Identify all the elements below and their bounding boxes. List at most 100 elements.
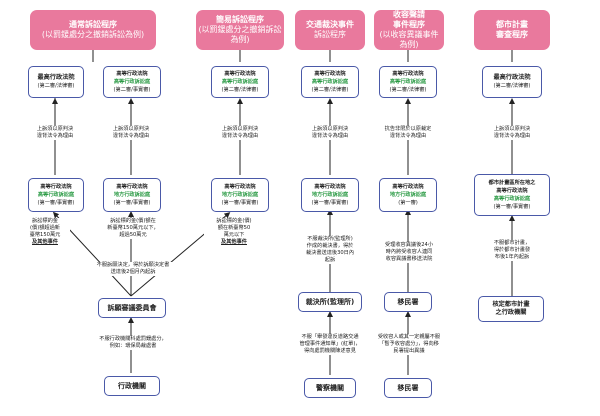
immigration-box-upper: 移民署 <box>384 292 432 312</box>
box-label: 裁決所(監理所) <box>305 298 355 306</box>
court-sub: (第二審/法律審) <box>493 83 531 89</box>
first-instance-local-box-col2: 高等行政法院 地方行政訴訟庭 (第一審/事實審) <box>211 178 269 212</box>
first-instance-urban-box: 都市計畫區所在地之 高等行政法院 高等行政訴訟庭 (第一審/事實審) <box>474 174 550 216</box>
header-line: (以罰鍰處分之撤銷訴訟為例) <box>41 30 145 39</box>
note-line: 違背法令為理由 <box>311 133 349 139</box>
court-line: 高等行政訴訟庭 <box>221 79 259 85</box>
header-urban-plan-procedure: 都市計畫 審查程序 <box>474 10 550 50</box>
court-name: 最高行政法院 <box>493 74 531 81</box>
note-line: 抗告非限於以原裁定 <box>384 126 432 132</box>
box-label: 核定都市計畫 <box>492 301 530 308</box>
header-line: 審查程序 <box>496 30 528 39</box>
note-line: 裁決書送達後30日內 <box>305 250 355 256</box>
note-line: 不服都市計畫， <box>493 240 531 246</box>
adjudication-office-box: 裁決所(監理所) <box>298 292 362 312</box>
header-ordinary-procedure: 通常訴訟程序 (以罰鍰處分之撤銷訴訟為例) <box>30 10 156 50</box>
note-line: 及其他事件 <box>32 239 58 245</box>
first-instance-local-box-col1b: 高等行政法院 地方行政訴訟庭 (第一審/事實審) <box>103 178 161 212</box>
header-line: 簡易訴訟程序 <box>216 15 264 24</box>
note-line: 時內將受收容人連同 <box>385 249 433 255</box>
box-label: 之行政機關 <box>495 309 527 316</box>
note-line: 違背法令為理由 <box>493 133 531 139</box>
first-instance-local-box-col4: 高等行政法院 地方行政訴訟庭 (第一審) <box>379 178 437 212</box>
note-line: 違背法令為理由 <box>112 133 150 139</box>
court-line: 高等行政訴訟庭 <box>37 192 75 198</box>
court-line: (第一審) <box>398 200 418 206</box>
note-line: 訴訟標的金(價)額在 <box>110 218 156 224</box>
appeal-reason-col4: 抗告非限於以原裁定 違背法令為理由 <box>373 126 443 140</box>
box-label: 訴願審議委員會 <box>107 304 157 312</box>
note-line: 送達後2個月內起訴 <box>110 269 156 275</box>
high-court-box-col4: 高等行政法院 高等行政訴訟庭 (第二審/法律審) <box>379 66 437 98</box>
court-line: (第一審/事實審) <box>221 200 259 206</box>
note-line: 違背法令為理由 <box>36 133 74 139</box>
first-instance-high-box: 高等行政法院 高等行政訴訟庭 (第一審/事實審) <box>28 178 84 212</box>
note-line: 違背法令為理由 <box>389 133 427 139</box>
header-line: 事件程序 <box>393 20 425 29</box>
note-line: 上訴須以原判決 <box>311 126 349 132</box>
note-line: 萬元以下 <box>223 232 245 238</box>
note-line: 新臺幣150萬元以下， <box>107 225 159 231</box>
note-line: 作成的裁決書，得於 <box>306 243 354 249</box>
box-label: 移民署 <box>397 384 419 392</box>
note-line: 不服裁決所(監理所) <box>307 236 353 242</box>
court-line: 高等行政法院 <box>392 184 424 190</box>
box-label: 移民署 <box>397 298 419 306</box>
amount-note-under-50: 訴訟標的金(價) 額在新臺幣50 萬元以下 及其他事件 <box>204 218 264 246</box>
header-line: 都市計畫 <box>496 20 528 29</box>
appeal-reason-col3: 上訴須以原判決 違背法令為理由 <box>299 126 361 140</box>
detention-objection-note: 受收容人或其一定親屬不服 「暫予收容處分」，得向移 民署提出異議 <box>364 334 454 355</box>
court-line: 地方行政訴訟庭 <box>113 192 151 198</box>
appeal-reason-col5: 上訴須以原判決 違背法令為理由 <box>481 126 543 140</box>
amount-note-over-150: 訴訟標的金 (價)額超過新 臺幣150萬元 及其他事件 <box>20 218 70 246</box>
header-line: (以罰鍰處分之撤銷訴訟為例) <box>198 25 282 44</box>
detention-transfer-note: 受理收容異議後24小 時內將受收容人連同 收容異議書移送法院 <box>373 242 445 263</box>
box-label: 行政機關 <box>118 382 146 390</box>
court-line: 高等行政訴訟庭 <box>493 196 531 202</box>
note-line: 超過50萬元 <box>119 232 147 238</box>
court-line: 地方行政訴訟庭 <box>389 192 427 198</box>
court-line: 高等行政法院 <box>224 184 256 190</box>
court-line: 高等行政法院 <box>40 184 72 190</box>
note-line: 受收容人或其一定親屬不服 <box>377 334 441 340</box>
court-line: 地方行政訴訟庭 <box>221 192 259 198</box>
note-line: 得於都市計畫發 <box>493 247 531 253</box>
court-line: (第二審/法律審) <box>221 87 259 93</box>
box-label: 警察機關 <box>316 384 344 392</box>
note-line: 訴訟標的金(價) <box>216 218 252 224</box>
court-line: 高等行政法院 <box>314 71 346 77</box>
note-line: 受理收容異議後24小 <box>384 242 434 248</box>
court-line: (第二審/事實審) <box>113 87 151 93</box>
agency-penalty-note: 不服行政機關科處罰鍰處分， 例如：環保局裁處書 <box>88 336 178 350</box>
note-line: 起訴 <box>324 257 336 263</box>
note-line: 布後1年內起訴 <box>494 254 530 260</box>
note-line: 民署提出異議 <box>393 348 425 354</box>
court-line: 地方行政訴訟庭 <box>311 192 349 198</box>
note-line: 不服訴願決定，得於訴願決定書 <box>96 262 170 268</box>
supreme-court-box-1: 最高行政法院 (第二審/法律審) <box>28 66 84 98</box>
court-line: (第二審/法律審) <box>311 87 349 93</box>
high-court-box-col3: 高等行政法院 高等行政訴訟庭 (第二審/法律審) <box>301 66 359 98</box>
court-line: 高等行政法院 <box>224 71 256 77</box>
petition-decision-note: 不服訴願決定，得於訴願決定書 送達後2個月內起訴 <box>88 262 178 276</box>
traffic-filing-note: 不服裁決所(監理所) 作成的裁決書，得於 裁決書送達後30日內 起訴 <box>293 236 367 264</box>
ticket-note: 不服「舉發違反道路交通 管理事件通知單」(紅單)， 得向處罰機關陳述意見 <box>286 334 374 355</box>
note-line: 及其他事件 <box>221 239 247 245</box>
court-line: (第一審/事實審) <box>37 200 75 206</box>
urban-plan-note: 不服都市計畫， 得於都市計畫發 布後1年內起訴 <box>480 240 544 261</box>
note-line: (價)額超過新 <box>30 225 60 231</box>
note-line: 得向處罰機關陳述意見 <box>304 348 356 354</box>
urban-plan-agency-box: 核定都市計畫 之行政機關 <box>478 296 544 322</box>
supreme-court-box-5: 最高行政法院 (第二審/法律審) <box>482 66 542 98</box>
note-line: 上訴須以原判決 <box>221 126 259 132</box>
note-line: 「暫予收容處分」，得向移 <box>379 341 439 347</box>
header-line: 通常訴訟程序 <box>69 20 117 29</box>
court-line: 高等行政法院 <box>116 71 148 77</box>
court-line: 高等行政訴訟庭 <box>311 79 349 85</box>
note-line: 上訴須以原判決 <box>36 126 74 132</box>
note-line: 管理事件通知單」(紅單)， <box>299 341 361 347</box>
court-line: 高等行政法院 <box>496 188 528 194</box>
header-line: 訴訟程序 <box>314 30 346 39</box>
immigration-box-lower: 移民署 <box>384 378 432 398</box>
high-court-box-col2: 高等行政法院 高等行政訴訟庭 (第二審/法律審) <box>211 66 269 98</box>
